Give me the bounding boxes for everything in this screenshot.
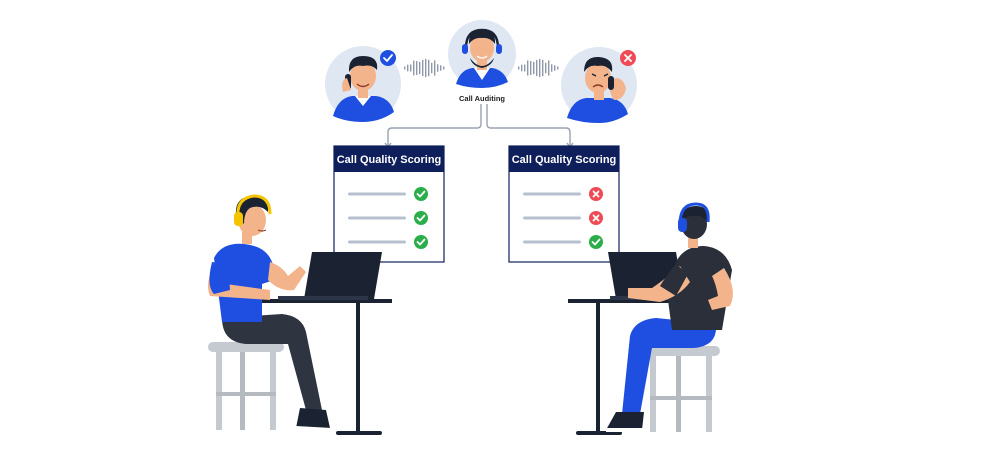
connector-left [387,104,482,146]
auditor-avatar-icon [456,28,508,88]
check-circle-icon [414,211,428,225]
check-circle-icon [589,235,603,249]
scorecard-right: Call Quality Scoring [508,145,620,263]
scorecard-left: Call Quality Scoring [333,145,445,263]
scorecard-header [509,146,619,172]
auditor-hub: Call Auditing [448,20,516,103]
agent-yellow-headset-icon [208,194,332,432]
sound-wave-left-icon [404,58,445,78]
score-row [523,187,603,201]
check-circle-icon [414,187,428,201]
score-line [523,240,581,244]
agent-right-scene [568,202,733,435]
stool-left-icon [208,342,284,430]
desk-left [246,299,392,435]
score-row [348,211,428,225]
score-line [348,216,406,220]
agent-blue-headset-icon [606,202,733,432]
scorecard-title: Call Quality Scoring [512,154,617,166]
scorecard-header [334,146,444,172]
connector-right [486,104,571,146]
cross-badge-icon [620,50,636,66]
x-circle-icon [589,211,603,225]
agent-left-scene [208,194,392,435]
score-line [348,192,406,196]
score-row [348,235,428,249]
caller-left [325,46,401,122]
scorecard-title: Call Quality Scoring [337,154,442,166]
x-circle-icon [589,187,603,201]
connector-lines [384,104,574,149]
upset-caller-avatar-icon [567,56,628,123]
scorecard-rows [523,187,603,249]
score-line [523,192,581,196]
check-badge-icon [380,50,396,66]
laptop-left-icon [278,252,382,300]
hub-label: Call Auditing [459,94,505,103]
caller-right [561,47,637,123]
score-row [523,211,603,225]
score-line [523,216,581,220]
happy-caller-avatar-icon [333,56,394,122]
stool-right-icon [642,346,720,432]
scorecard-rows [348,187,428,249]
score-row [523,235,603,249]
score-row [348,187,428,201]
score-line [348,240,406,244]
sound-wave-right-icon [518,58,559,78]
check-circle-icon [414,235,428,249]
